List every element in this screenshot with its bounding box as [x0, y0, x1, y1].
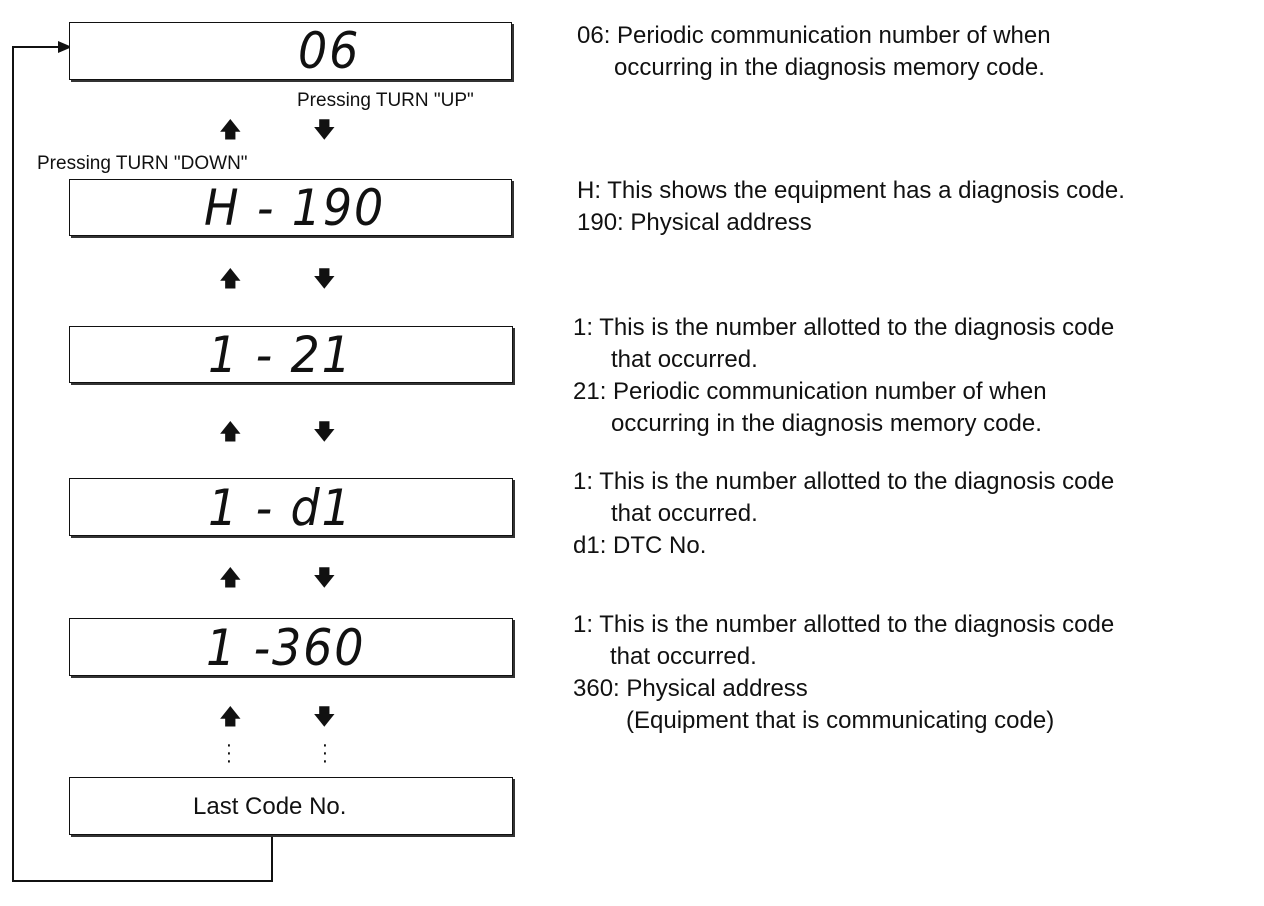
display-06: 06	[69, 22, 512, 80]
continuation-dots: ···	[321, 734, 329, 772]
up-arrow-icon: 🡅	[219, 117, 242, 142]
up-arrow-icon: 🡅	[219, 266, 242, 291]
description-line: occurring in the diagnosis memory code.	[611, 410, 1042, 437]
description-line: 360: Physical address	[573, 675, 808, 702]
description-line: 1: This is the number allotted to the di…	[573, 468, 1115, 495]
description-line: 21: Periodic communication number of whe…	[573, 378, 1047, 405]
display-06-text: 06	[298, 22, 361, 80]
description-line: 1: This is the number allotted to the di…	[573, 611, 1115, 638]
down-arrow-icon: 🡇	[313, 704, 336, 729]
turn-down-label: Pressing TURN "DOWN"	[37, 153, 248, 174]
last-code-label: Last Code No.	[193, 793, 347, 820]
description-1-360: 1: This is the number allotted to the di…	[573, 609, 1114, 737]
continuation-dots: ···	[225, 734, 233, 772]
display-h-190: H - 190	[69, 179, 512, 236]
description-line: 190: Physical address	[577, 209, 812, 236]
description-line: that occurred.	[610, 643, 757, 670]
description-line: 06: Periodic communication number of whe…	[577, 22, 1051, 49]
description-1-21: 1: This is the number allotted to the di…	[573, 312, 1114, 440]
description-06: 06: Periodic communication number of whe…	[577, 20, 1051, 84]
turn-up-label: Pressing TURN "UP"	[297, 90, 474, 111]
down-arrow-icon: 🡇	[313, 565, 336, 590]
description-line: that occurred.	[611, 346, 758, 373]
down-arrow-icon: 🡇	[313, 266, 336, 291]
description-line: (Equipment that is communicating code)	[626, 707, 1055, 734]
display-1-360: 1 -360	[69, 618, 513, 676]
down-arrow-icon: 🡇	[313, 419, 336, 444]
display-1-21-text: 1 - 21	[208, 326, 353, 384]
display-1-d1: 1 - d1	[69, 478, 513, 536]
description-line: that occurred.	[611, 500, 758, 527]
display-1-21: 1 - 21	[69, 326, 513, 383]
description-line: H: This shows the equipment has a diagno…	[577, 177, 1125, 204]
description-line: occurring in the diagnosis memory code.	[614, 54, 1045, 81]
description-line: d1: DTC No.	[573, 532, 707, 559]
description-h-190: H: This shows the equipment has a diagno…	[577, 175, 1125, 239]
display-1-d1-text: 1 - d1	[208, 479, 353, 537]
description-1-d1: 1: This is the number allotted to the di…	[573, 466, 1114, 562]
description-line: 1: This is the number allotted to the di…	[573, 314, 1115, 341]
up-arrow-icon: 🡅	[219, 704, 242, 729]
up-arrow-icon: 🡅	[219, 565, 242, 590]
down-arrow-icon: 🡇	[313, 117, 336, 142]
last-code-box: Last Code No.	[69, 777, 513, 835]
up-arrow-icon: 🡅	[219, 419, 242, 444]
display-h-190-text: H - 190	[204, 179, 386, 237]
display-1-360-text: 1 -360	[206, 619, 366, 677]
